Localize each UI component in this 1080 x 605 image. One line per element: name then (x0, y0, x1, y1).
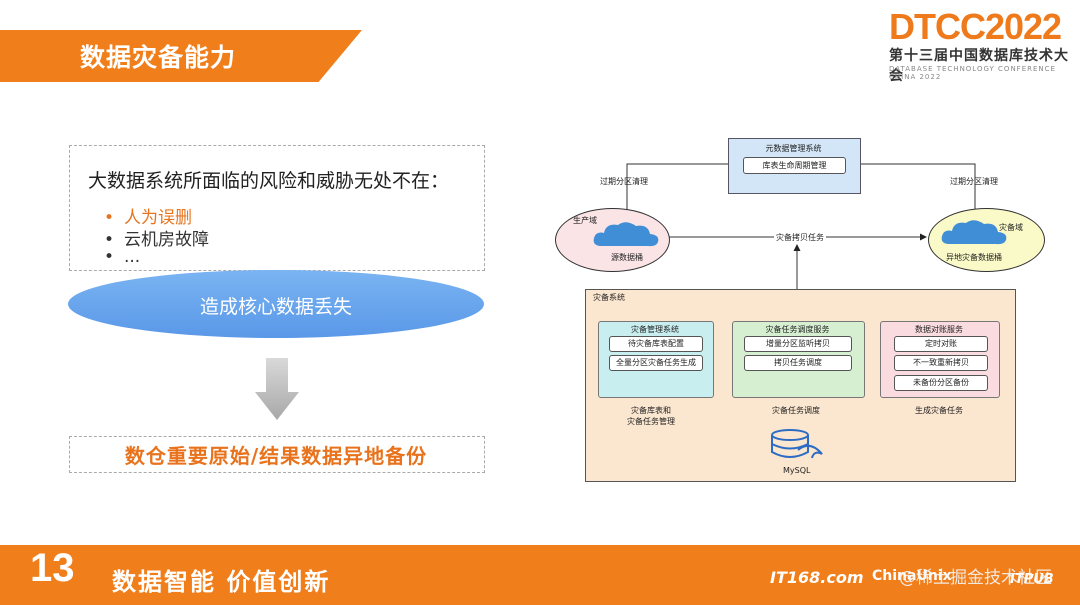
mysql-database-icon (771, 429, 823, 459)
flow-label-right: 生成灾备任务 (915, 405, 963, 416)
data-loss-ellipse (68, 270, 484, 338)
page-title: 数据灾备能力 (80, 43, 237, 72)
metadata-system-title: 元数据管理系统 (765, 144, 822, 153)
data-loss-label: 造成核心数据丢失 (199, 296, 352, 318)
conference-subtitle: 第十三届中国数据库技术大会 (889, 48, 1069, 84)
flow-label-left-2: 灾备任务管理 (627, 416, 675, 427)
dr-management-title: 灾备管理系统 (631, 325, 679, 334)
flow-label-mid: 灾备任务调度 (772, 405, 820, 416)
dr-system-title: 灾备系统 (593, 293, 625, 302)
dr-domain-label: 灾备域 (999, 223, 1023, 232)
down-arrow-icon (255, 358, 299, 420)
chinaunix-logo: ChinaUnix (872, 568, 952, 584)
risk-item: •... (104, 247, 141, 267)
mgr-item: 全量分区灾备任务生成 (609, 355, 703, 371)
conference-english-name: DATABASE TECHNOLOGY CONFERENCE CHINA 202… (889, 65, 1056, 81)
recon-item: 定时对账 (894, 336, 988, 352)
it168-logo: IT168.com (770, 568, 864, 587)
footer-slogan: 数据智能 价值创新 (112, 568, 331, 596)
reconciliation-title: 数据对账服务 (915, 325, 963, 334)
backup-conclusion: 数仓重要原始/结果数据异地备份 (124, 444, 428, 468)
backup-box (69, 436, 485, 473)
copy-task-label: 灾备拷贝任务 (774, 232, 826, 243)
expire-partition-label-left: 过期分区清理 (600, 177, 648, 186)
cloud-icon (593, 222, 659, 247)
task-item: 增量分区监听拷贝 (744, 336, 852, 352)
cloud-icon (941, 220, 1007, 245)
expire-partition-label-right: 过期分区清理 (950, 177, 998, 186)
task-item: 拷贝任务调度 (744, 355, 852, 371)
conference-logo: DTCC2022 (889, 6, 1062, 47)
risk-item: •人为误删 (104, 208, 192, 228)
flow-label-left: 灾备库表和 (631, 405, 671, 416)
risk-title: 大数据系统所面临的风险和威胁无处不在： (88, 170, 450, 192)
lifecycle-management-box: 库表生命周期管理 (743, 157, 846, 174)
recon-item: 不一致重新拷贝 (894, 355, 988, 371)
mgr-item: 待灾备库表配置 (609, 336, 703, 352)
itpub-logo: ITPUB (1010, 572, 1054, 587)
title-banner (0, 30, 362, 82)
recon-item: 未备份分区备份 (894, 375, 988, 391)
dr-bucket-label: 异地灾备数据桶 (946, 253, 1002, 262)
watermark: @稀土掘金技术社区 (899, 568, 1052, 588)
risk-item: •云机房故障 (104, 230, 209, 250)
mysql-label: MySQL (783, 466, 811, 475)
task-scheduling-title: 灾备任务调度服务 (765, 325, 830, 334)
footer-bar (0, 545, 1080, 605)
source-bucket-label: 源数据桶 (611, 253, 643, 262)
production-domain-label: 生产域 (573, 216, 597, 225)
footer-edition-number: 13 (30, 546, 75, 590)
